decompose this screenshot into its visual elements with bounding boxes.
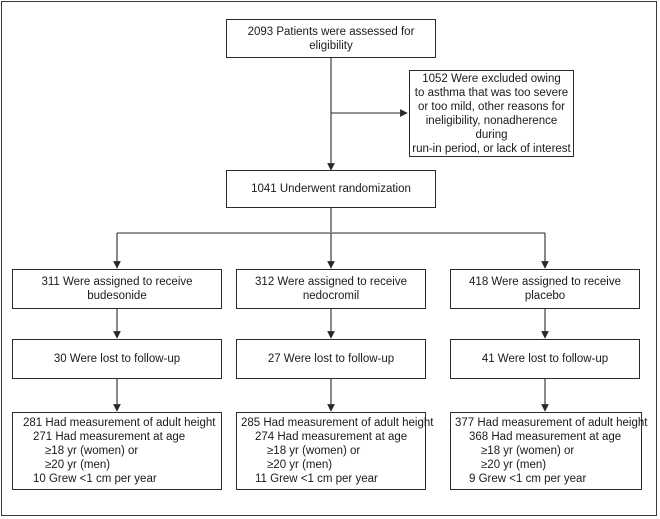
- outcome-age: 274 Had measurement at age: [255, 431, 408, 443]
- arm-budesonide-outcome-box: 281 Had measurement of adult height 271 …: [12, 412, 222, 490]
- randomized-text: 1041 Underwent randomization: [251, 183, 411, 195]
- assessed-text: 2093 Patients were assessed for eligibil…: [247, 25, 415, 52]
- outcome-grew: 10 Grew <1 cm per year: [33, 473, 157, 485]
- arm-nedocromil-lost-box: 27 Were lost to follow-up: [236, 339, 426, 379]
- outcome-women: ≥18 yr (women) or: [267, 445, 361, 457]
- arm-placebo-assigned-box: 418 Were assigned to receive placebo: [450, 269, 640, 309]
- arm-budesonide-assigned-box: 311 Were assigned to receive budesonide: [12, 269, 222, 309]
- outcome-men: ≥20 yr (men): [45, 459, 111, 471]
- arm-lost-text: 41 Were lost to follow-up: [481, 353, 609, 365]
- outcome-women: ≥18 yr (women) or: [481, 445, 575, 457]
- randomized-box: 1041 Underwent randomization: [226, 170, 436, 208]
- outcome-height: 281 Had measurement of adult height: [23, 417, 216, 429]
- outcome-grew: 9 Grew <1 cm per year: [469, 473, 587, 485]
- arm-assigned-text: 312 Were assigned to receive nedocromil: [255, 276, 407, 302]
- outcome-age: 271 Had measurement at age: [33, 431, 186, 443]
- arm-assigned-text: 418 Were assigned to receive placebo: [469, 276, 621, 302]
- outcome-men: ≥20 yr (men): [267, 459, 333, 471]
- arm-lost-text: 30 Were lost to follow-up: [53, 353, 181, 365]
- outcome-height: 285 Had measurement of adult height: [241, 417, 434, 429]
- outcome-men: ≥20 yr (men): [481, 459, 547, 471]
- arm-assigned-text: 311 Were assigned to receive budesonide: [41, 276, 193, 302]
- outcome-grew: 11 Grew <1 cm per year: [255, 473, 378, 485]
- arm-lost-text: 27 Were lost to follow-up: [267, 353, 395, 365]
- outcome-age: 368 Had measurement at age: [469, 431, 622, 443]
- arm-placebo-outcome-box: 377 Had measurement of adult height 368 …: [450, 412, 647, 490]
- outcome-height: 377 Had measurement of adult height: [455, 417, 648, 429]
- arm-budesonide-lost-box: 30 Were lost to follow-up: [12, 339, 222, 379]
- excluded-box: 1052 Were excluded owing to asthma that …: [409, 70, 574, 157]
- excluded-text: 1052 Were excluded owing to asthma that …: [412, 72, 571, 155]
- arm-nedocromil-outcome-box: 285 Had measurement of adult height 274 …: [236, 412, 433, 490]
- assessed-box: 2093 Patients were assessed for eligibil…: [226, 19, 436, 58]
- arm-nedocromil-assigned-box: 312 Were assigned to receive nedocromil: [236, 269, 426, 309]
- arm-placebo-lost-box: 41 Were lost to follow-up: [450, 339, 640, 379]
- outcome-women: ≥18 yr (women) or: [45, 445, 139, 457]
